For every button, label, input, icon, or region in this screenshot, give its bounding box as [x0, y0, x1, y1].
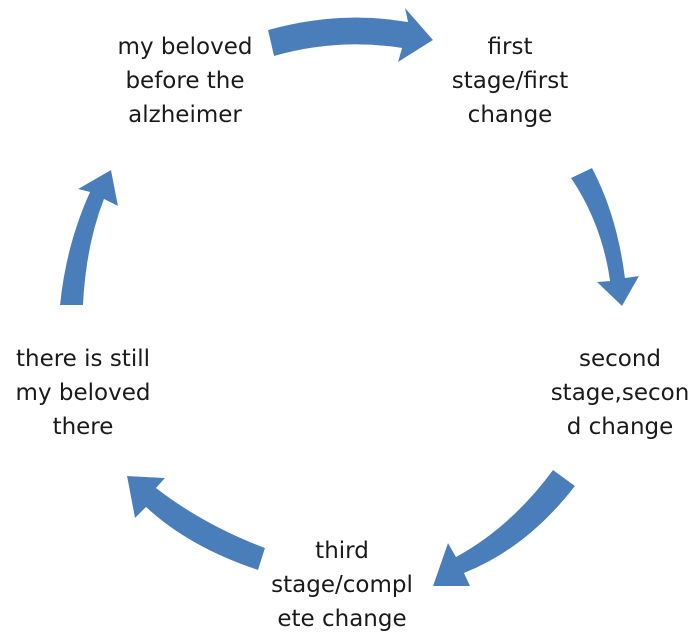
node-first: first stage/first change — [451, 34, 569, 128]
arrow-before-to-first — [268, 8, 433, 62]
arrow-second-to-third — [433, 470, 575, 586]
node-second: second stage,secon d change — [550, 346, 689, 440]
arrow-third-to-still — [127, 476, 265, 570]
arrow-still-to-before — [60, 170, 118, 305]
node-third: third stage/compl ete change — [271, 538, 413, 632]
node-before: my beloved before the alzheimer — [117, 34, 253, 128]
arrow-first-to-second — [571, 168, 639, 306]
node-still: there is still my beloved there — [15, 346, 151, 440]
